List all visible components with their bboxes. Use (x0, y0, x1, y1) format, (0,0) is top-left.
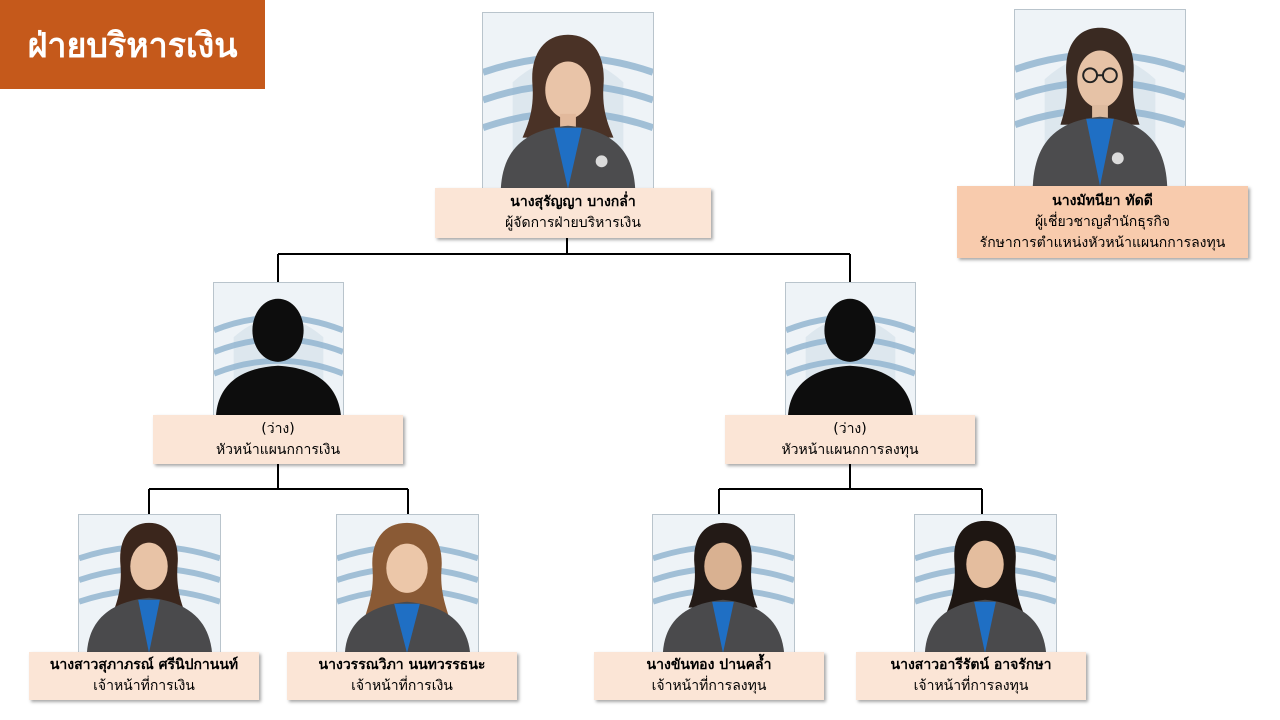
staff-4-label: นางสาวอารีรัตน์ อาจรักษา เจ้าหน้าที่การล… (856, 652, 1086, 700)
head-invest-role: หัวหน้าแผนกการลงทุน (781, 441, 919, 458)
head-finance-name: (ว่าง) (261, 420, 295, 437)
advisor-name: นางมัทนียา ทัดดี (1052, 192, 1153, 209)
staff-4-name: นางสาวอารีรัตน์ อาจรักษา (890, 657, 1052, 673)
staff-3-photo (652, 514, 795, 654)
staff-1-name: นางสาวสุภาภรณ์ ศรีนิปกานนท์ (49, 657, 239, 673)
advisor-role-acting: รักษาการตำแหน่งหัวหน้าแผนกการลงทุน (979, 234, 1226, 251)
advisor-label: นางมัทนียา ทัดดี ผู้เชี่ยวชาญสำนักธุรกิจ… (957, 186, 1248, 258)
staff-2-label: นางวรรณวิภา นนทวรรธนะ เจ้าหน้าที่การเงิน (287, 652, 517, 700)
page-title: ฝ่ายบริหารเงิน (0, 0, 265, 89)
page-title-text: ฝ่ายบริหารเงิน (27, 25, 238, 66)
manager-role: ผู้จัดการฝ่ายบริหารเงิน (505, 215, 641, 231)
manager-name: นางสุรัญญา บางกล่ำ (510, 194, 636, 210)
head-invest-photo (785, 282, 916, 417)
staff-3-role: เจ้าหน้าที่การลงทุน (651, 678, 767, 694)
head-finance-photo (213, 282, 344, 417)
staff-4-photo (914, 514, 1057, 654)
staff-3-label: นางขันทอง ปานคล้ำ เจ้าหน้าที่การลงทุน (594, 652, 824, 700)
staff-1-role: เจ้าหน้าที่การเงิน (93, 678, 195, 694)
staff-2-name: นางวรรณวิภา นนทวรรธนะ (318, 657, 486, 673)
advisor-photo (1014, 9, 1186, 187)
manager-label: นางสุรัญญา บางกล่ำ ผู้จัดการฝ่ายบริหารเง… (435, 188, 711, 238)
manager-photo (482, 12, 654, 190)
head-invest-label: (ว่าง) หัวหน้าแผนกการลงทุน (725, 415, 975, 464)
staff-3-name: นางขันทอง ปานคล้ำ (646, 657, 772, 673)
staff-2-role: เจ้าหน้าที่การเงิน (351, 678, 453, 694)
silhouette-head (252, 298, 304, 362)
head-finance-role: หัวหน้าแผนกการเงิน (215, 441, 341, 458)
head-invest-name: (ว่าง) (833, 420, 867, 437)
advisor-role: ผู้เชี่ยวชาญสำนักธุรกิจ (1034, 213, 1171, 230)
head-finance-label: (ว่าง) หัวหน้าแผนกการเงิน (153, 415, 403, 464)
staff-1-photo (78, 514, 221, 654)
staff-4-role: เจ้าหน้าที่การลงทุน (913, 678, 1029, 694)
staff-2-photo (336, 514, 479, 654)
staff-1-label: นางสาวสุภาภรณ์ ศรีนิปกานนท์ เจ้าหน้าที่ก… (29, 652, 259, 700)
